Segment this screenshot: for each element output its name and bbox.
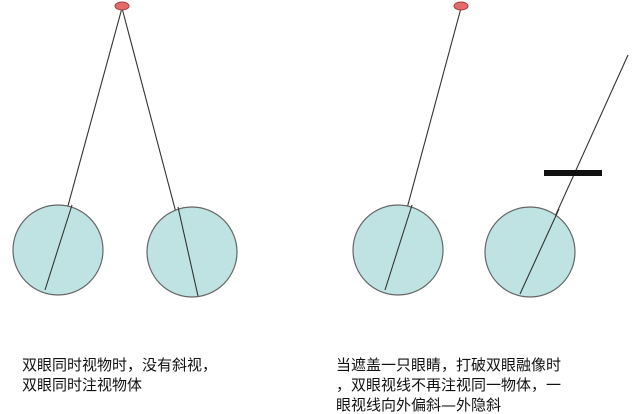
left-panel (12, 1, 238, 298)
right-caption-line-2: ，双眼视线不再注视同一物体，一 (336, 376, 562, 394)
fixating-eye-sight-line-over (384, 204, 413, 291)
right-eye-sight-line-over (177, 206, 199, 297)
left-caption-line-1: 双眼同时视物时，没有斜视， (22, 356, 218, 374)
right-caption-line-3: 眼视线向外偏斜—外隐斜 (336, 396, 502, 414)
right-caption: 当遮盖一只眼睛，打破双眼融像时 ，双眼视线不再注视同一物体，一 眼视线向外偏斜—… (336, 355, 561, 414)
left-caption-line-2: 双眼同时注视物体 (22, 376, 143, 394)
fixation-target-right (453, 1, 469, 11)
left-eye-sight-line-over (44, 204, 73, 291)
fixation-target (114, 1, 130, 11)
occluder-bar (544, 170, 602, 176)
right-panel (352, 1, 629, 298)
left-caption: 双眼同时视物时，没有斜视， 双眼同时注视物体 (22, 355, 217, 395)
right-caption-line-1: 当遮盖一只眼睛，打破双眼融像时 (336, 356, 562, 374)
right-eye (146, 206, 238, 298)
deviated-eye (484, 206, 576, 298)
deviated-eye-sight-line-over (519, 208, 560, 295)
